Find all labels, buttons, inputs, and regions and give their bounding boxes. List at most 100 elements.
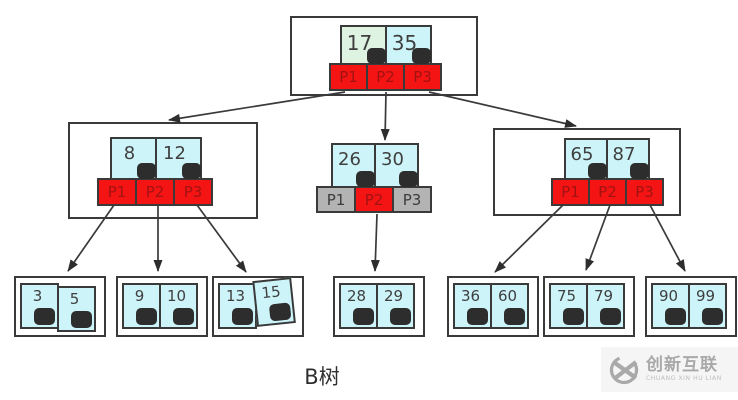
key-cell: 26 [331,143,376,188]
internal-node-right: 65 87 P1 P2 P3 [493,128,681,216]
key-value: 10 [166,287,187,305]
key-cell: 15 [252,277,296,327]
key-value: 13 [225,287,246,305]
right-pointer-row: P1 P2 P3 [551,178,664,206]
record-block-icon [399,171,418,187]
pointer-cell: P2 [366,63,405,91]
pointer-cell: P2 [135,178,175,206]
pointer-cell: P3 [625,178,664,206]
key-cell: 87 [606,138,650,180]
leaf-cells: 13 15 [218,277,296,329]
key-cell: 29 [376,283,415,329]
pointer-cell: P1 [97,178,137,206]
leaf-cells: 28 29 [339,283,415,329]
record-block-icon [467,308,488,325]
edge-root-p3-right [428,91,577,128]
record-block-icon [504,308,525,325]
key-cell: 17 [340,25,387,65]
record-block-icon [71,311,92,328]
record-block-icon [173,308,194,325]
root-pointer-row: P1 P2 P3 [329,63,442,91]
cx-logo-icon [609,355,639,384]
key-cell: 99 [688,283,727,329]
leaf-node: 90 99 [645,276,737,337]
key-cell: 9 [122,283,161,329]
key-value: 8 [123,143,136,164]
leaf-node: 9 10 [116,276,208,337]
key-cell: 30 [374,143,419,188]
middle-key-row: 26 30 [331,143,419,188]
record-block-icon [356,171,375,187]
watermark-subtitle: CHUANG XIN HU LIAN [646,375,722,382]
key-value: 5 [69,290,80,308]
record-block-icon [563,308,584,325]
record-block-icon [630,163,649,179]
record-block-icon [182,163,201,179]
key-cell: 28 [339,283,378,329]
key-cell: 65 [564,138,608,180]
left-key-row: 8 12 [110,137,202,180]
key-value: 87 [612,144,636,165]
record-block-icon [367,48,386,64]
record-block-icon [232,308,253,325]
key-cell: 13 [218,283,257,329]
key-value: 29 [383,287,404,305]
key-cell: 12 [155,137,202,180]
internal-node-root: 17 35 P1 P2 P3 [290,16,478,96]
key-value: 30 [381,149,404,170]
pointer-cell: P3 [392,186,432,213]
edge-middle-p2-leaf4 [370,213,380,272]
root-key-row: 17 35 [340,25,432,65]
key-cell: 36 [453,283,492,329]
edge-root-p2-middle [380,91,390,141]
pointer-cell: P1 [316,186,356,213]
record-block-icon [136,308,157,325]
key-value: 65 [570,144,594,165]
key-cell: 3 [20,283,59,329]
key-cell: 79 [586,283,625,329]
pointer-cell: P3 [173,178,213,206]
leaf-node: 75 79 [543,276,635,337]
key-value: 28 [346,287,367,305]
pointer-cell: P3 [403,63,442,91]
record-block-icon [390,308,411,325]
internal-node-middle: 26 30 P1 P2 P3 [316,143,436,213]
left-pointer-row: P1 P2 P3 [97,178,213,206]
key-value: 3 [32,287,43,305]
leaf-cells: 9 10 [122,283,198,329]
record-block-icon [665,308,686,325]
leaf-node: 36 60 [447,276,539,337]
key-value: 99 [695,287,716,305]
key-value: 36 [460,287,481,305]
record-block-icon [34,308,55,325]
key-value: 9 [134,287,145,305]
key-cell: 60 [490,283,529,329]
middle-pointer-row: P1 P2 P3 [316,186,432,213]
record-block-icon [412,48,431,64]
key-value: 60 [497,287,518,305]
leaf-node: 13 15 [212,276,304,337]
pointer-cell: P2 [354,186,394,213]
leaf-cells: 75 79 [549,283,625,329]
leaf-cells: 36 60 [453,283,529,329]
edge-root-p1-left [168,91,346,123]
watermark-brand: 创新互联 [646,355,718,375]
key-value: 12 [163,143,186,164]
key-value: 90 [658,287,679,305]
record-block-icon [353,308,374,325]
diagram-title: B树 [304,365,340,389]
key-cell: 8 [110,137,157,180]
key-value: 75 [556,287,577,305]
pointer-cell: P2 [588,178,627,206]
leaf-cells: 90 99 [651,283,727,329]
record-block-icon [600,308,621,325]
internal-node-left: 8 12 P1 P2 P3 [68,122,258,219]
key-cell: 75 [549,283,588,329]
pointer-cell: P1 [329,63,368,91]
record-block-icon [137,163,156,179]
record-block-icon [588,163,607,179]
key-cell: 90 [651,283,690,329]
record-block-icon [702,308,723,325]
right-key-row: 65 87 [564,138,650,180]
